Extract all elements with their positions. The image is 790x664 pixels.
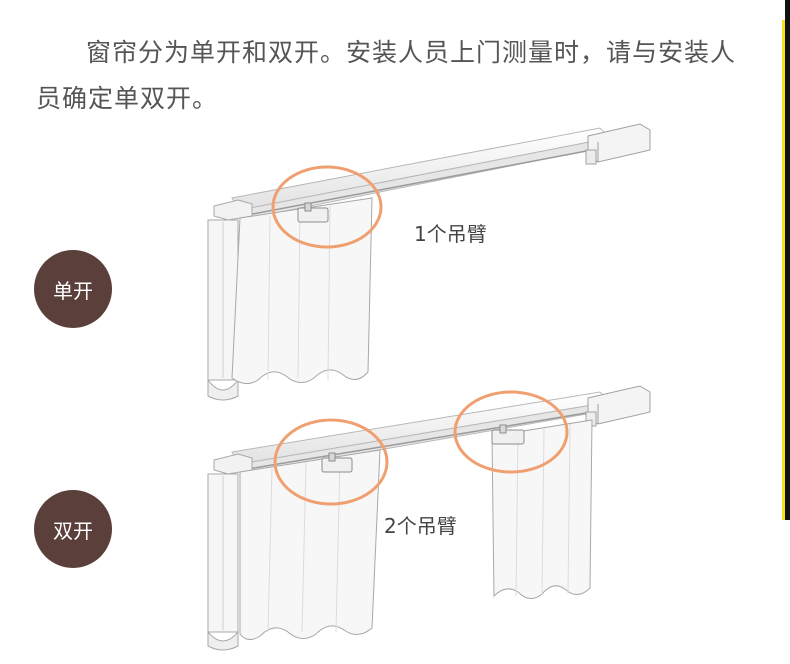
single-open-diagram [207, 123, 651, 401]
single-open-caption: 1个吊臂 [414, 222, 487, 246]
curtain-motor-icon [585, 385, 651, 427]
right-edge-border [782, 0, 790, 664]
hanger-arm-icon [297, 202, 329, 223]
highlight-circle [273, 418, 389, 506]
hanger-arm-icon [321, 452, 353, 473]
highlight-circle [271, 165, 383, 249]
curtain-motor-icon [585, 123, 651, 165]
highlight-circle [453, 390, 569, 474]
single-open-badge: 单开 [34, 250, 112, 328]
double-open-badge: 双开 [34, 490, 112, 568]
double-open-caption: 2个吊臂 [384, 514, 457, 538]
hanger-arm-icon [491, 424, 525, 445]
intro-text: 窗帘分为单开和双开。安装人员上门测量时，请与安装人员确定单双开。 [36, 38, 737, 113]
double-open-diagram [207, 385, 651, 651]
